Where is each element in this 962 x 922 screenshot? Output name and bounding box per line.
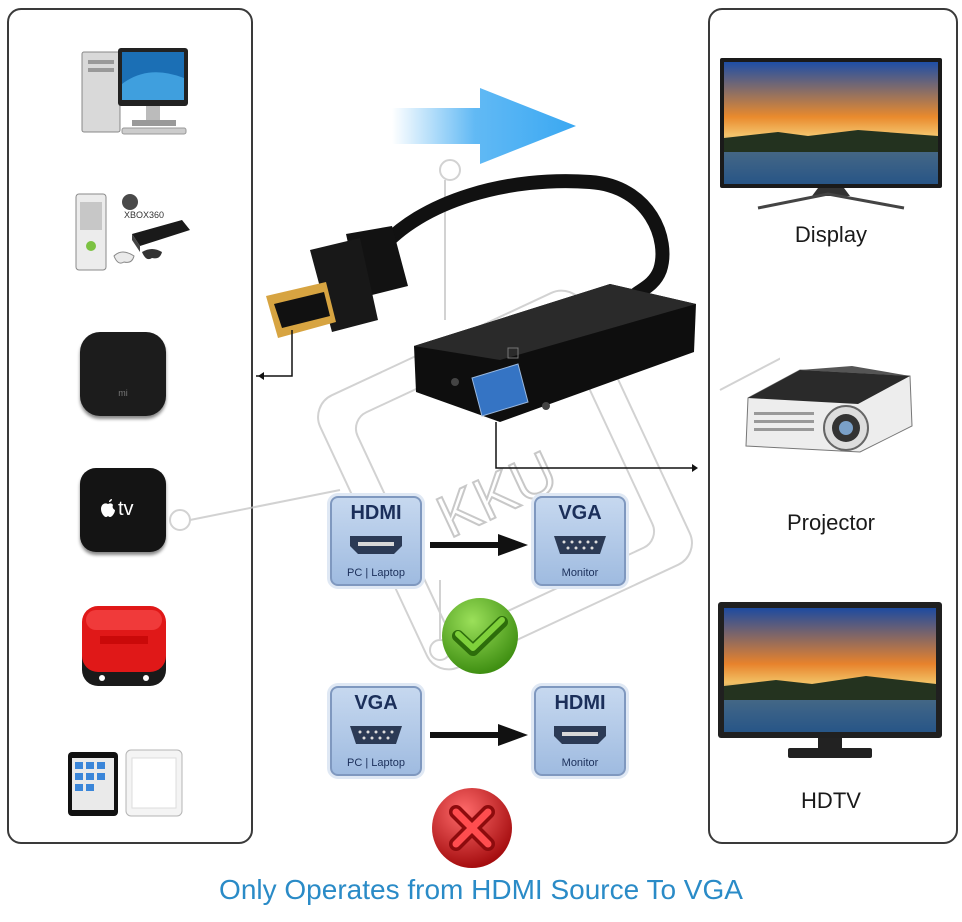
- apple-tv-icon: tv: [80, 468, 166, 552]
- source-devices-panel: [7, 8, 253, 844]
- game-console-icon: XBOX360: [75, 193, 190, 271]
- projector-icon: [745, 366, 913, 453]
- mi-label: mi: [118, 388, 128, 398]
- tv-label: tv: [118, 498, 134, 520]
- display-monitor-icon: [720, 58, 942, 210]
- mi-box-icon: mi: [80, 332, 166, 416]
- red-tv-box-icon: [82, 606, 166, 686]
- check-icon: [442, 598, 518, 674]
- arrow-right-icon: [430, 724, 528, 746]
- badge-title: VGA: [354, 692, 398, 714]
- vga-port-icon: [554, 536, 606, 554]
- desktop-computer-icon: [81, 48, 188, 135]
- vga-source-badge: VGA PC | Laptop: [330, 686, 422, 776]
- cross-icon: [432, 788, 512, 868]
- footer-caption: Only Operates from HDMI Source To VGA: [219, 874, 743, 905]
- vga-port-icon: [350, 726, 402, 744]
- hdmi-port-icon: [554, 726, 606, 744]
- badge-subtitle: Monitor: [561, 757, 599, 769]
- hdmi-to-vga-adapter-icon: [256, 174, 698, 472]
- display-label: Display: [794, 222, 868, 247]
- hdtv-label: HDTV: [801, 788, 861, 813]
- badge-subtitle: Monitor: [561, 567, 599, 579]
- direction-arrow-icon: [392, 88, 576, 164]
- apple-logo-icon: [101, 499, 115, 517]
- badge-subtitle: PC | Laptop: [347, 567, 405, 579]
- hdtv-icon: [718, 602, 942, 758]
- badge-title: HDMI: [350, 502, 402, 524]
- vga-target-badge: VGA Monitor: [534, 496, 626, 586]
- tablet-icon: [68, 749, 183, 817]
- badge-title: HDMI: [554, 692, 606, 714]
- arrow-right-icon: [430, 534, 528, 556]
- hdmi-target-badge: HDMI Monitor: [534, 686, 626, 776]
- projector-label: Projector: [786, 510, 876, 535]
- badge-subtitle: PC | Laptop: [347, 757, 405, 769]
- hdmi-port-icon: [350, 536, 402, 554]
- badge-title: VGA: [558, 502, 602, 524]
- xbox-label: XBOX360: [124, 210, 164, 220]
- hdmi-source-badge: HDMI PC | Laptop: [330, 496, 422, 586]
